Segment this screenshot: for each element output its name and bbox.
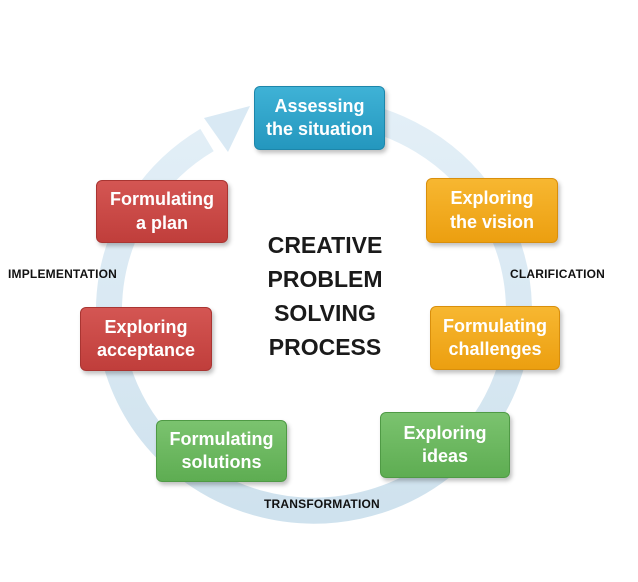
phase-label-transformation: TRANSFORMATION [264,497,380,511]
step-formulating-challenges: Formulating challenges [430,306,560,370]
step-exploring-ideas: Exploring ideas [380,412,510,478]
step-exploring-the-vision: Exploring the vision [426,178,558,243]
diagram-title: CREATIVE PROBLEM SOLVING PROCESS [220,228,430,364]
title-line: PROBLEM [267,266,383,292]
step-exploring-acceptance: Exploring acceptance [80,307,212,371]
step-formulating-solutions: Formulating solutions [156,420,287,482]
title-line: CREATIVE [267,232,383,258]
phase-label-implementation: IMPLEMENTATION [8,267,118,281]
title-line: SOLVING [274,300,376,326]
cycle-arrowhead [204,106,250,152]
phase-label-clarification: CLARIFICATION [510,267,606,281]
step-assessing-the-situation: Assessing the situation [254,86,385,150]
title-line: PROCESS [268,334,382,360]
step-formulating-a-plan: Formulating a plan [96,180,228,243]
